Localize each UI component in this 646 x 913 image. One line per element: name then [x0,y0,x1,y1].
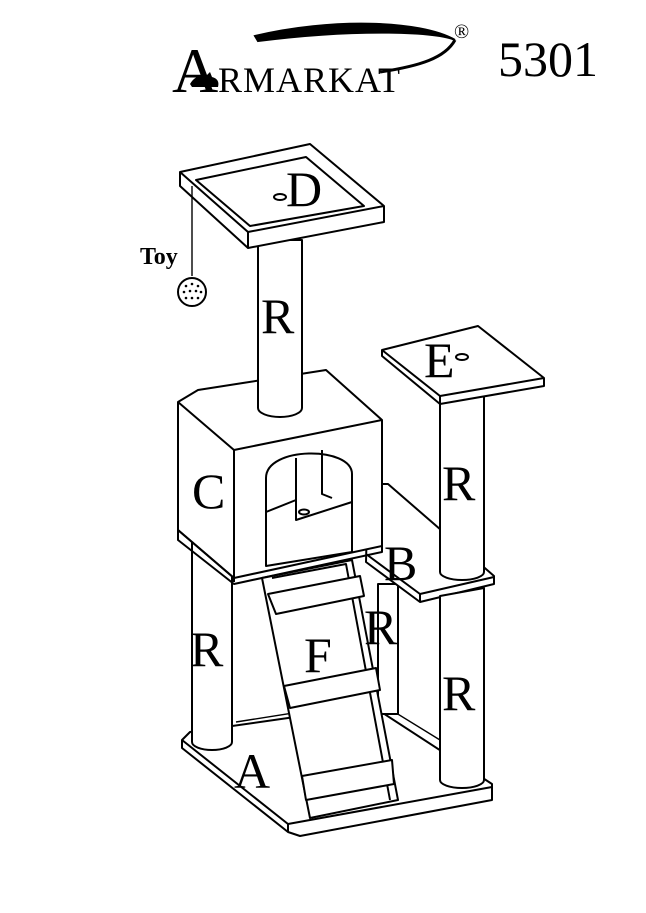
post-right-lower [439,587,485,789]
ramp-f [261,559,399,819]
logo-cat-icon [190,72,219,87]
brand-name: RMARKAT [218,60,401,100]
label-b: B [384,535,417,591]
post-right-upper [439,395,485,581]
label-a: A [234,743,270,799]
condo-cube-c [177,369,383,585]
post-top [257,239,303,418]
logo-swoosh-tail [379,39,457,74]
label-r-top-post: R [261,288,295,344]
toy-label: Toy [140,244,178,270]
post-under-b-back [377,583,399,715]
label-f: F [304,627,332,683]
logo-swoosh-icon [253,22,456,43]
label-d: D [286,161,322,217]
brand-logo: A RMARKAT ® [172,21,469,106]
label-e: E [424,332,455,388]
post-left-lower [191,539,233,751]
label-r-left-lower: R [190,621,224,677]
registered-mark: ® [454,21,469,43]
hanging-ball-toy-icon [177,186,207,307]
label-r-right-upper: R [442,455,476,511]
platform-d [179,143,385,249]
brand-initial: A [172,35,218,106]
label-r-back-post: R [364,599,398,655]
label-r-right-lower: R [442,665,476,721]
model-number: 5301 [498,31,598,87]
platform-e [381,325,545,405]
label-c: C [192,463,225,519]
